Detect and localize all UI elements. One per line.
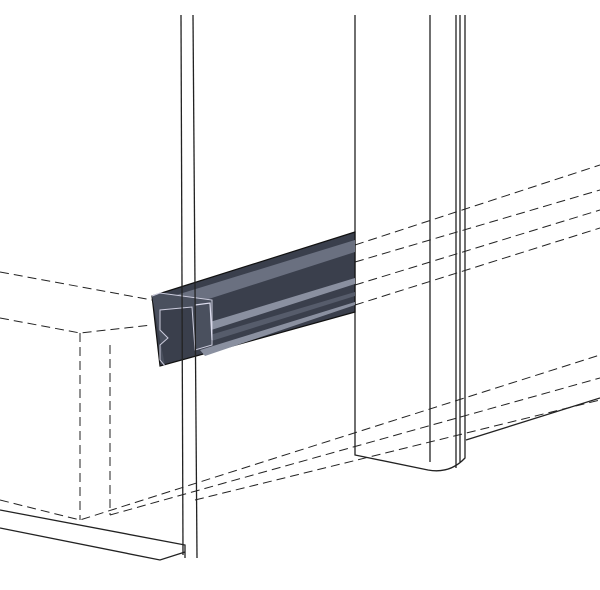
- rail-profile: [151, 231, 356, 367]
- hidden-lines: [0, 164, 600, 521]
- left-beam-outline: [0, 509, 186, 561]
- wall-edge: [465, 397, 600, 441]
- post: [354, 15, 466, 472]
- glass-pane: [180, 14, 198, 559]
